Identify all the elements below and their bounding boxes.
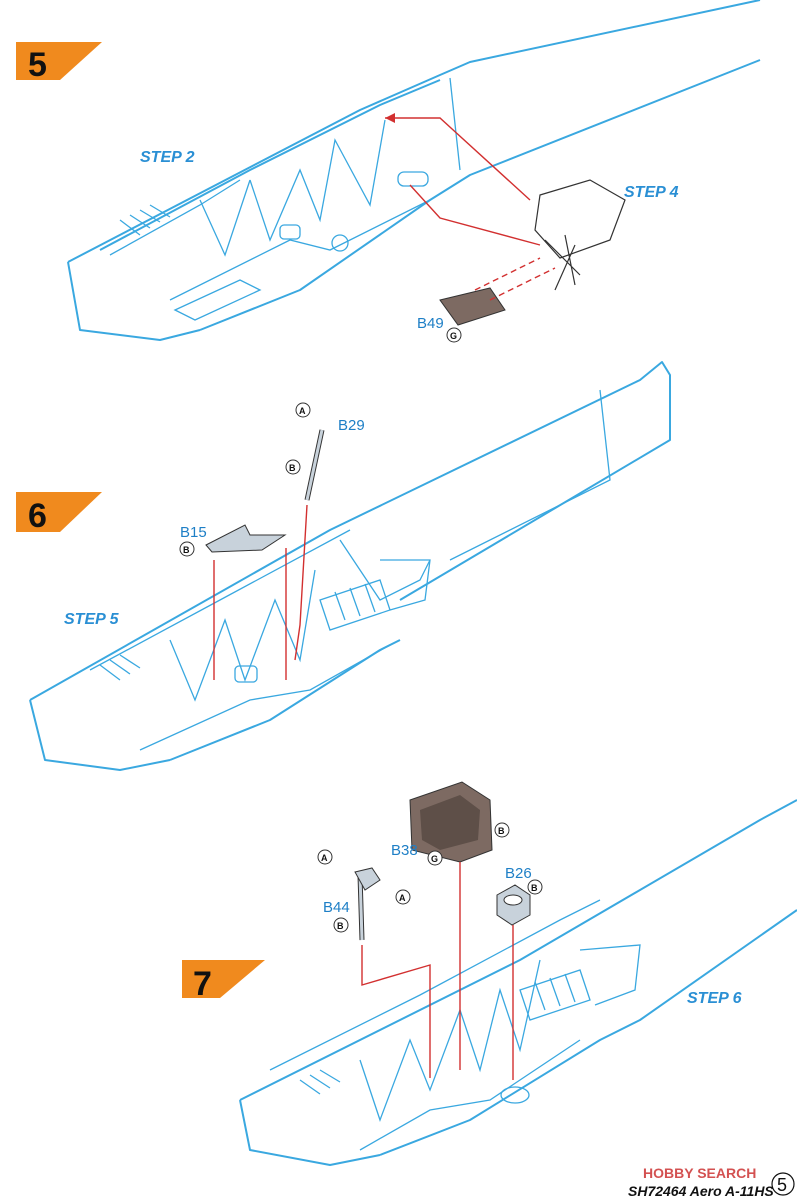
part-B49-rudder-pedals (439, 287, 506, 326)
part-B26-cushion-ring (496, 884, 531, 926)
part-label-B29: B29 (338, 417, 365, 434)
step-7-section: 7 (182, 781, 797, 1166)
step-7-arrows (361, 862, 514, 1080)
svg-text:A: A (299, 406, 306, 416)
step-7-badge: 7 (182, 960, 265, 1003)
part-label-B15: B15 (180, 524, 207, 541)
page-number-circle (771, 1172, 795, 1196)
paint-callout-B-B38: B (494, 822, 510, 838)
part-B29-control-stick (304, 429, 325, 501)
step-7-ref-step-6: STEP 6 (687, 990, 742, 1007)
svg-text:A: A (399, 893, 406, 903)
part-B38-seat (409, 781, 493, 863)
step-5-fuselage-frame (67, 0, 761, 341)
step-5-ref-step-4: STEP 4 (624, 184, 679, 201)
step-6-badge: 6 (16, 492, 102, 535)
svg-text:B: B (337, 921, 344, 931)
step-6-fuselage-frame (29, 361, 671, 771)
step-6-number: 6 (28, 497, 47, 535)
svg-text:B: B (289, 463, 296, 473)
svg-text:B: B (531, 883, 538, 893)
part-B44-lever (354, 867, 381, 941)
step-5-ref-step-2: STEP 2 (140, 149, 195, 166)
step-7-number: 7 (193, 965, 212, 1003)
watermark: HOBBY SEARCH (643, 1165, 756, 1181)
part-label-B49: B49 (417, 315, 444, 332)
footer: HOBBY SEARCH SH72464 Aero A-11HS 5 (628, 1165, 795, 1199)
paint-callout-B-B15: B (179, 541, 195, 557)
part-label-B44: B44 (323, 899, 350, 916)
instrument-panel-part (534, 179, 626, 291)
paint-callout-G-B49: G (446, 327, 462, 343)
part-label-B38: B38 (391, 842, 418, 859)
step-6-ref-step-5: STEP 5 (64, 611, 120, 628)
svg-text:B: B (498, 826, 505, 836)
paint-callout-A-B44-side: A (395, 889, 411, 905)
svg-text:A: A (321, 853, 328, 863)
part-label-B26: B26 (505, 865, 532, 882)
step-5-arrows (385, 113, 556, 301)
paint-callout-B-B44-bottom: B (333, 917, 349, 933)
step-5-number: 5 (28, 46, 47, 84)
svg-text:B: B (183, 545, 190, 555)
step-6-section: 6 STEP 5 B29 B (16, 361, 671, 771)
paint-callout-B-B26: B (527, 879, 543, 895)
step-6-arrows (213, 504, 308, 680)
product-code: SH72464 Aero A-11HS (628, 1183, 774, 1199)
svg-text:G: G (431, 854, 438, 864)
page-number: 5 (777, 1175, 787, 1195)
svg-text:G: G (450, 331, 457, 341)
paint-callout-A-B44-top: A (317, 849, 333, 865)
paint-callout-B-B29: B (285, 459, 301, 475)
step-5-badge: 5 (16, 42, 102, 84)
part-B15-bracket (205, 524, 287, 553)
step-5-section: 5 (16, 0, 761, 343)
paint-callout-G-B38: G (427, 850, 443, 866)
paint-callout-A-B29: A (295, 402, 311, 418)
